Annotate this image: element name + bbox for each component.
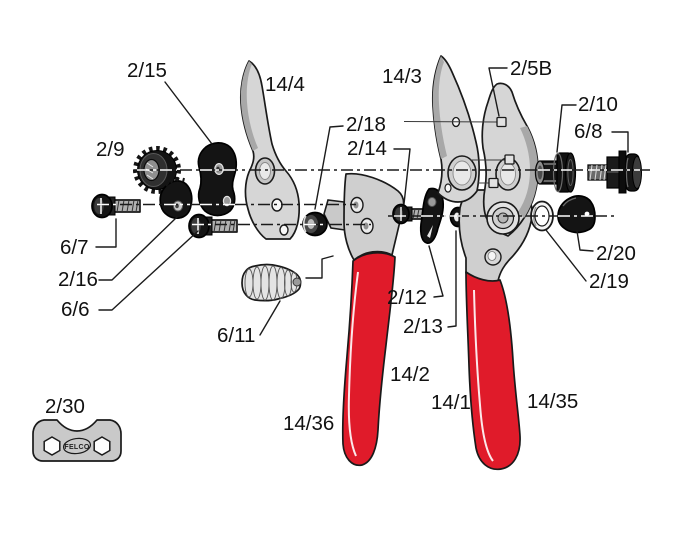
part-rivets-2-5B xyxy=(488,116,515,189)
part-plate-2-15 xyxy=(197,142,238,217)
part-spring-6-11 xyxy=(241,263,302,302)
label-2-16: 2/16 xyxy=(58,268,98,291)
label-2-14: 2/14 xyxy=(347,137,387,160)
label-2-20: 2/20 xyxy=(596,242,636,265)
label-2-30: 2/30 xyxy=(45,395,85,418)
part-blade-14-3 xyxy=(431,55,480,203)
part-screw-6-7 xyxy=(91,193,141,219)
part-labels: 2/15 14/4 14/3 2/5B 2/10 6/8 2/9 2/18 2/… xyxy=(45,57,636,435)
part-bushing-2-10 xyxy=(534,152,577,193)
label-2-18: 2/18 xyxy=(346,113,386,136)
label-6-6: 6/6 xyxy=(61,298,90,321)
label-2-13: 2/13 xyxy=(403,315,443,338)
label-2-5B: 2/5B xyxy=(510,57,552,80)
felco-logo-text: FELCO xyxy=(64,444,89,451)
label-14-35: 14/35 xyxy=(527,390,578,413)
part-left-handle-14-2 xyxy=(323,172,405,467)
label-14-4: 14/4 xyxy=(265,73,305,96)
part-blade-14-4 xyxy=(239,60,301,240)
part-pivot-boss-14-1 xyxy=(484,201,520,266)
label-14-1: 14/1 xyxy=(431,391,471,414)
axis-lines-over-dark xyxy=(97,169,640,226)
label-2-15: 2/15 xyxy=(127,59,167,82)
label-2-10: 2/10 xyxy=(578,93,618,116)
part-right-grip-14-35 xyxy=(465,271,521,471)
leader-lines xyxy=(95,67,629,336)
part-screw-6-6 xyxy=(188,213,238,239)
label-2-19: 2/19 xyxy=(589,270,629,293)
label-2-9: 2/9 xyxy=(96,138,125,161)
label-14-36: 14/36 xyxy=(283,412,334,435)
label-14-2: 14/2 xyxy=(390,363,430,386)
part-wrench-2-30: FELCO xyxy=(32,419,122,462)
alignment-lines xyxy=(403,121,505,184)
part-cap-2-20 xyxy=(557,195,596,234)
label-2-12: 2/12 xyxy=(387,286,427,309)
label-6-8: 6/8 xyxy=(574,120,603,143)
label-14-3: 14/3 xyxy=(382,65,422,88)
label-6-11: 6/11 xyxy=(217,324,255,347)
label-6-7: 6/7 xyxy=(60,236,89,259)
part-bolt-6-8 xyxy=(587,150,642,194)
